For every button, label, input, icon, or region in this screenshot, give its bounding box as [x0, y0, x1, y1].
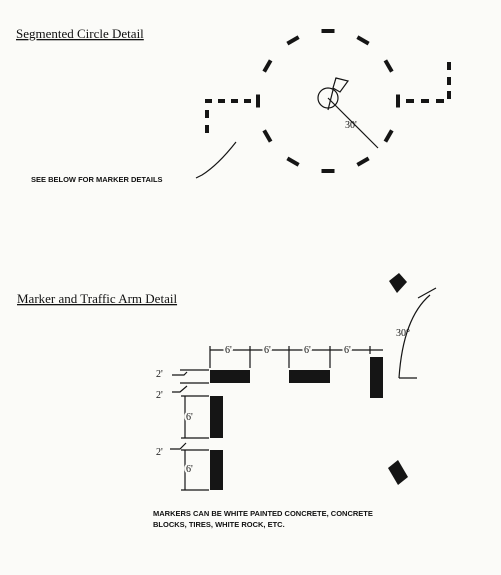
circle-segment [356, 35, 370, 46]
height-label-1: 2' [156, 369, 163, 380]
markers-note-line1: MARKERS CAN BE WHITE PAINTED CONCRETE, C… [153, 509, 373, 518]
circle-segment [321, 169, 335, 173]
end-marker [370, 357, 383, 398]
marker-traffic-arm-title: Marker and Traffic Arm Detail [17, 291, 177, 306]
height-dimensions: 2' 2' 6' 2' 6' [156, 369, 209, 491]
circle-segment [321, 29, 335, 33]
note-leader-line [195, 141, 237, 179]
traffic-arm-angle: 30° [396, 287, 437, 379]
height-label-2: 2' [156, 390, 163, 401]
height-label-3: 2' [156, 447, 163, 458]
vertical-marker-2 [210, 450, 223, 490]
circle-segment [256, 94, 260, 108]
horizontal-marker-2 [289, 370, 330, 383]
vertical-marker-1 [210, 396, 223, 438]
circle-segment [383, 129, 394, 143]
marker-details-note: SEE BELOW FOR MARKER DETAILS [31, 175, 163, 184]
circle-segment [356, 156, 370, 167]
spacing-label-1: 6' [225, 345, 232, 356]
segmented-circle-section: Segmented Circle Detail 30' [16, 26, 451, 184]
circle-segment [286, 156, 300, 167]
vertical-label-2: 6' [186, 464, 193, 475]
segmented-circle [256, 29, 400, 173]
spacing-dimension: 6' 6' 6' 6' [209, 343, 383, 368]
wind-cone-icon [317, 77, 350, 111]
arc-marker-bottom [388, 460, 408, 485]
horizontal-marker-1 [210, 370, 250, 383]
spacing-label-2: 6' [264, 345, 271, 356]
left-traffic-arm [205, 99, 251, 133]
angle-line [327, 97, 379, 149]
markers-note-line2: BLOCKS, TIRES, WHITE ROCK, ETC. [153, 520, 285, 529]
spacing-label-3: 6' [304, 345, 311, 356]
circle-segment [383, 59, 394, 73]
circle-segment [262, 59, 273, 73]
arm-angle-label: 30° [396, 328, 410, 339]
circle-segment [286, 35, 300, 46]
spacing-label-4: 6' [344, 345, 351, 356]
segmented-circle-title: Segmented Circle Detail [16, 26, 144, 41]
circle-angle-label: 30' [345, 120, 357, 131]
marker-traffic-arm-section: Marker and Traffic Arm Detail 30° 6' 6' [17, 273, 437, 529]
circle-segment [262, 129, 273, 143]
circle-segment [396, 94, 400, 108]
vertical-label-1: 6' [186, 412, 193, 423]
right-traffic-arm [406, 62, 451, 103]
arc-marker-top [389, 273, 407, 293]
